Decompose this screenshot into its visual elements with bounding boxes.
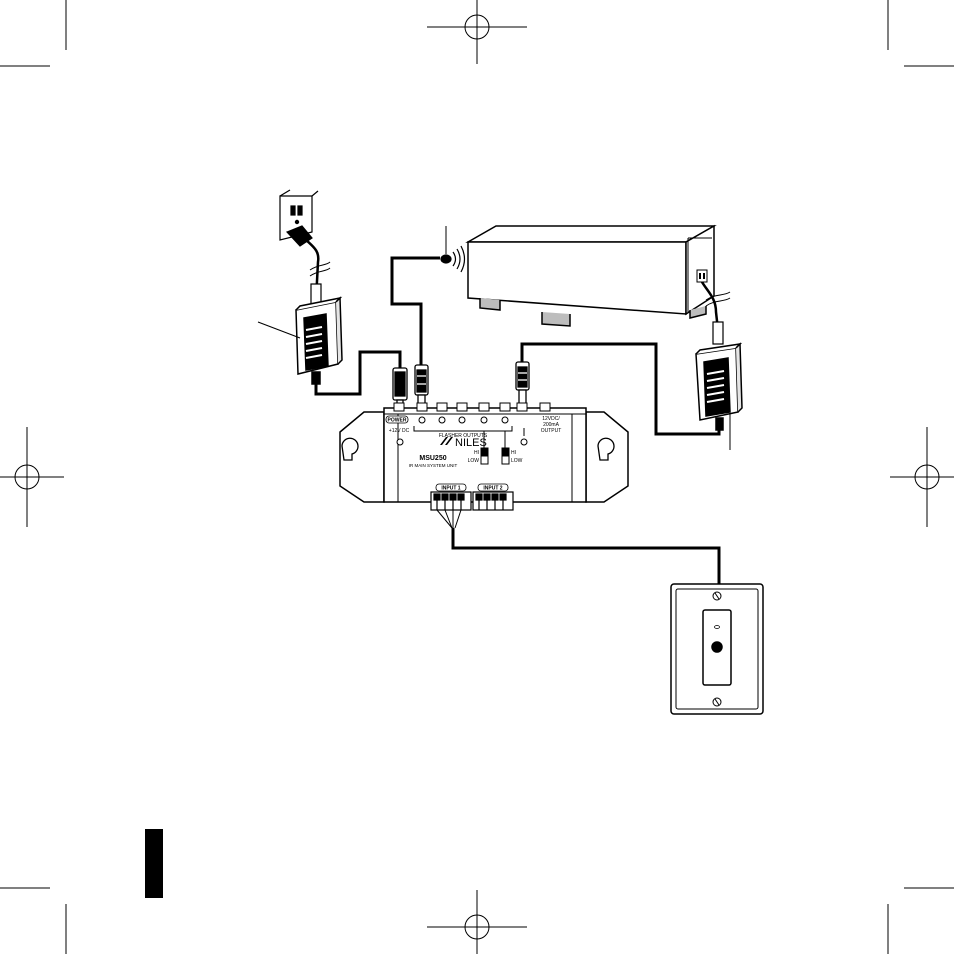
power-label: POWER (388, 418, 407, 424)
switch1-hi-label: HI (474, 450, 479, 456)
input-2-terminal-block (472, 491, 514, 511)
callout-line-adapter (257, 321, 301, 339)
switch2-low-label: LOW (511, 458, 523, 464)
flasher-plug (414, 364, 429, 410)
registration-mark-bottom (427, 890, 527, 954)
ir-controlled-equipment (465, 224, 717, 327)
cable-12v-output (520, 342, 721, 436)
brand-name: NILES (455, 437, 487, 449)
cable-to-ir-sensor (451, 528, 721, 588)
switch2-hi-label: HI (511, 450, 516, 456)
input1-label: INPUT 1 (441, 486, 460, 492)
power-adapter-left (295, 296, 343, 385)
wall-outlet-left (279, 189, 319, 247)
page-tab (145, 829, 163, 898)
ir-sensor-wall-plate (670, 583, 764, 715)
cable-to-ir-emitter (390, 256, 440, 368)
ir-emitter-bud (440, 245, 466, 273)
terminal-wires (436, 509, 462, 529)
power-adapter-right (695, 342, 743, 431)
main-system-unit (339, 402, 629, 503)
switch1-low-label: LOW (468, 458, 480, 464)
model-name: MSU250 (419, 455, 446, 462)
registration-mark-right (890, 427, 954, 527)
output-label-2: 200mA (543, 422, 560, 428)
cable-adapter-to-power (314, 350, 402, 396)
output-label-1: 12VDC/ (542, 416, 560, 422)
niles-logo-icon (440, 437, 453, 445)
output-label-3: OUTPUT (541, 428, 562, 434)
input-1-terminal-block (430, 491, 472, 511)
model-subtitle: IR MAIN SYSTEM UNIT (409, 463, 458, 468)
registration-mark-left (0, 427, 64, 527)
output-plug (515, 361, 530, 405)
power-voltage-label: +12V DC (389, 428, 410, 434)
flasher-outputs-label: FLASHER OUTPUTS (439, 433, 488, 439)
registration-mark-top (427, 0, 527, 64)
input2-label: INPUT 2 (483, 486, 502, 492)
power-cord-left (303, 237, 320, 301)
